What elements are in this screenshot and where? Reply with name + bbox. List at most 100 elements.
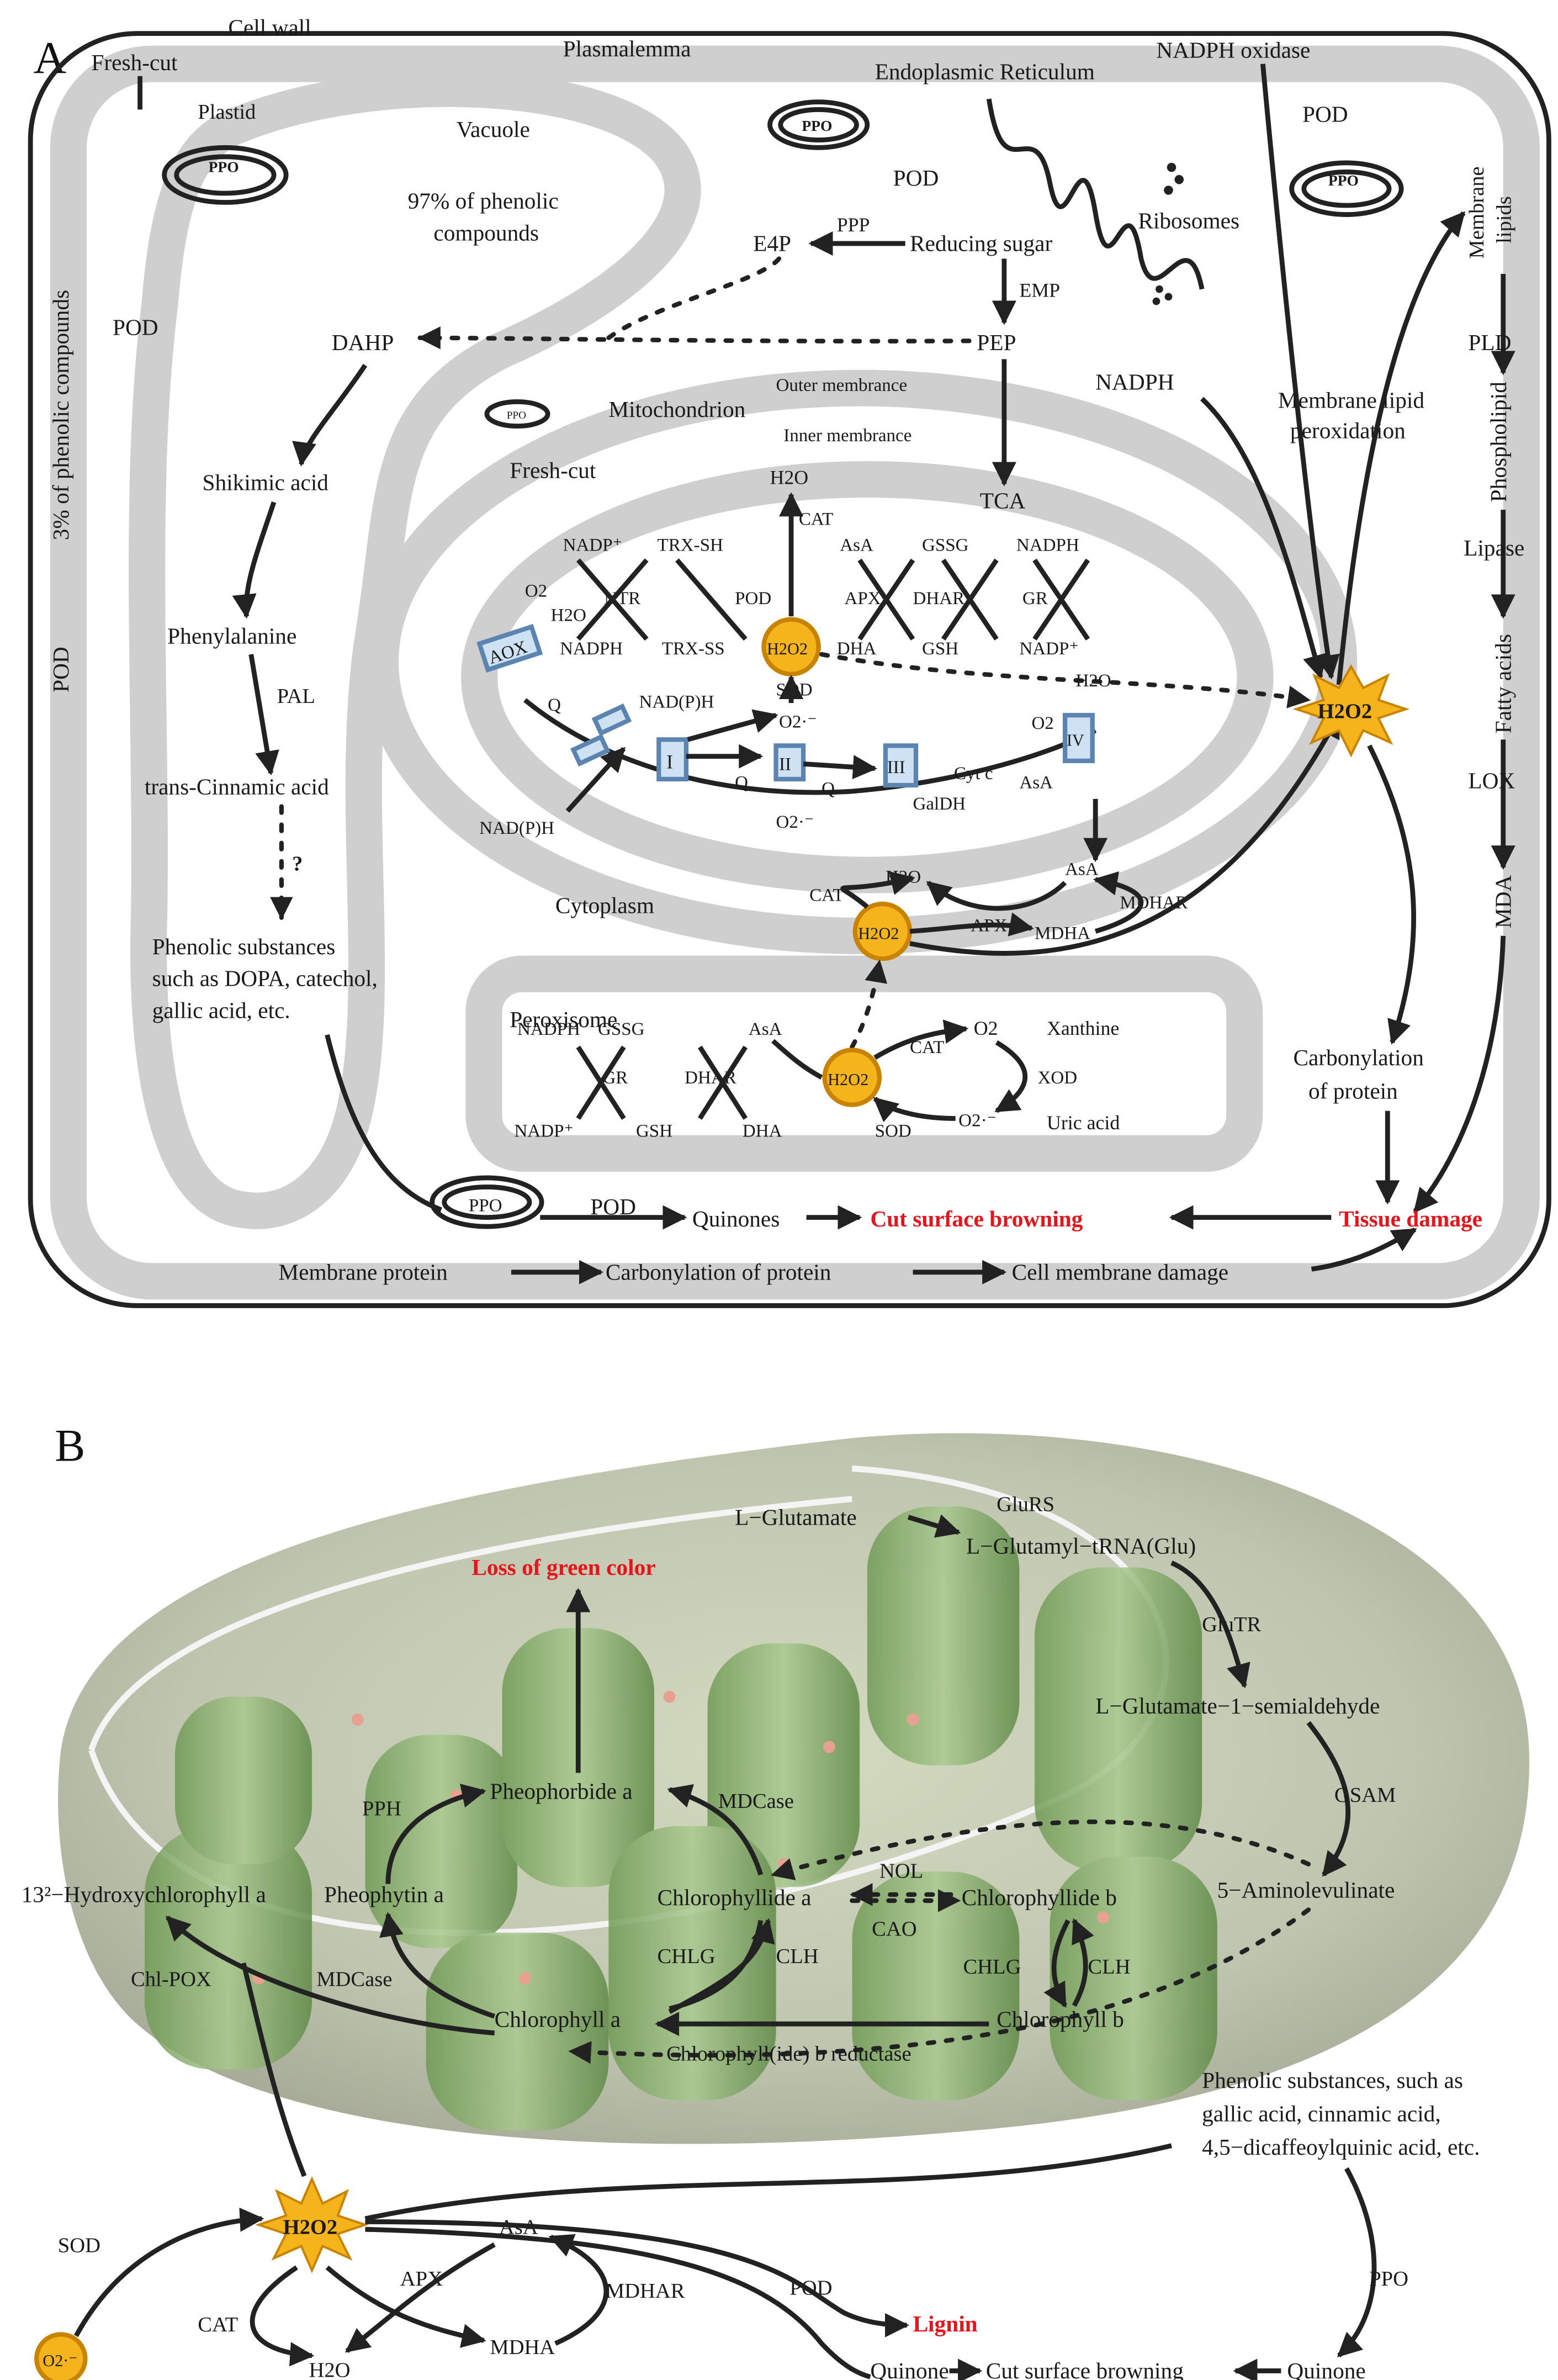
phenolic-line-2: such as DOPA, catechol,	[152, 966, 378, 991]
phenolic-line-1: Phenolic substances	[152, 934, 336, 959]
sod-b-label: SOD	[58, 2234, 100, 2257]
mitochondrion-inner-membrane	[461, 461, 1274, 893]
ala-label: 5−Aminolevulinate	[1217, 1877, 1395, 1902]
loss-green-color-label: Loss of green color	[471, 1554, 655, 1580]
mdcase-arrow	[667, 1784, 764, 1876]
svg-text:O2·⁻: O2·⁻	[958, 1110, 997, 1130]
plasmalemma-label: Plasmalemma	[563, 36, 691, 61]
svg-text:IV: IV	[1067, 731, 1084, 749]
peroxisome-reactions: NADPH GSSG AsA GR DHAR NADP⁺ GSH DHA H2O…	[514, 1017, 1120, 1141]
svg-text:GSH: GSH	[636, 1122, 672, 1141]
pph-arrow	[385, 1784, 486, 1884]
cytoplasm-label: Cytoplasm	[555, 892, 654, 918]
svg-text:Lipase: Lipase	[1464, 535, 1524, 560]
clh-label: CLH	[776, 1945, 818, 1968]
pod-wall-label: POD	[48, 647, 73, 692]
nol-label: NOL	[879, 1860, 923, 1883]
glutamate-label: L−Glutamate	[735, 1504, 857, 1530]
clh-2-line	[1072, 1918, 1094, 2007]
vacuole-note-line-1: 97% of phenolic	[408, 188, 559, 214]
e4p-label: E4P	[753, 231, 791, 256]
chlg-2-label: CHLG	[963, 1955, 1021, 1979]
clh-2-label: CLH	[1088, 1955, 1130, 1979]
shikimic-arrow	[232, 501, 277, 619]
browning-pathway: POD Quinones Cut surface browning Tissue…	[278, 1194, 1482, 1284]
svg-text:Carbonylation: Carbonylation	[1293, 1045, 1424, 1070]
panel-b: B L−Glutamate GluRS L−Glutamyl−tRNA(G	[22, 1420, 1529, 2380]
plasmalemma-membrane	[50, 45, 1540, 1300]
panel-b-label: B	[55, 1420, 85, 1471]
electron-transport-chain: I II III IV Q Q Q H2O O2 Cyt c GalDH AsA…	[479, 671, 1111, 863]
svg-text:PPO: PPO	[802, 117, 832, 134]
pph-label: PPH	[362, 1797, 401, 1821]
svg-text:H2O2: H2O2	[858, 924, 899, 943]
svg-text:H2O2: H2O2	[767, 639, 808, 658]
svg-text:PPO: PPO	[1328, 172, 1359, 189]
inner-membrane-label: Inner membrance	[783, 426, 912, 446]
phenolic-b-line-1: Phenolic substances, such as	[1202, 2067, 1463, 2093]
svg-text:MDHA: MDHA	[1035, 923, 1090, 943]
quinone-b-label: Quinone	[870, 2358, 948, 2380]
endoplasmic-reticulum-label: Endoplasmic Reticulum	[875, 59, 1095, 84]
svg-text:PPO: PPO	[507, 410, 526, 421]
endoplasmic-reticulum-shape	[986, 98, 1205, 290]
complex-i-box	[656, 737, 689, 782]
svg-text:Phospholipid: Phospholipid	[1486, 382, 1511, 502]
o2-radical-b-label: O2·⁻	[43, 2351, 77, 2370]
mdcase-2-label: MDCase	[316, 1968, 392, 1991]
svg-text:Fatty acids: Fatty acids	[1491, 634, 1516, 733]
chlorophyll-a-label: Chlorophyll a	[495, 2007, 621, 2032]
svg-text:O2·⁻: O2·⁻	[776, 812, 814, 832]
glutamyl-trna-label: L−Glutamyl−tRNA(Glu)	[966, 1533, 1196, 1559]
complex-ii-box	[773, 743, 806, 782]
svg-text:NAD(P)H: NAD(P)H	[639, 692, 714, 712]
phenolic-line-3: gallic acid, etc.	[152, 998, 290, 1023]
phenylalanine-label: Phenylalanine	[167, 623, 296, 649]
svg-text:DHA: DHA	[837, 639, 877, 659]
unknown-step-mark: ?	[292, 852, 303, 875]
cell-wall-outline	[28, 31, 1551, 1308]
svg-text:APX: APX	[844, 589, 881, 609]
svg-text:AsA: AsA	[1065, 860, 1099, 880]
h2o2-to-phenolic-line	[364, 2143, 1172, 2222]
ppo-plastid-1: PPO	[162, 145, 289, 205]
svg-text:AsA: AsA	[840, 536, 873, 556]
svg-text:H2O2: H2O2	[1318, 700, 1372, 723]
cut-surface-browning-label: Cut surface browning	[870, 1206, 1083, 1231]
ppp-label: PPP	[837, 214, 870, 236]
ppo-plastid-4: PPO	[484, 399, 550, 429]
svg-text:TRX-SS: TRX-SS	[662, 639, 725, 659]
cat-b-label: CAT	[198, 2313, 238, 2336]
svg-text:DHA: DHA	[743, 1122, 782, 1141]
gsam-arrow	[1306, 1721, 1351, 1877]
svg-text:NAD(P)H: NAD(P)H	[479, 818, 554, 838]
mdhar-b-label: MDHAR	[606, 2279, 685, 2303]
grana-stacks	[144, 1506, 1217, 2131]
ribosome-dots	[1152, 162, 1184, 305]
fresh-cut-top-label: Fresh-cut	[91, 50, 178, 75]
glutr-arrow	[1170, 1561, 1250, 1689]
svg-text:CAT: CAT	[799, 510, 833, 530]
asa-to-h2o-arrow	[345, 2242, 496, 2353]
pheophytin-label: Pheophytin a	[324, 1882, 444, 1907]
phenolic-b-line-3: 4,5−dicaffeoylquinic acid, etc.	[1202, 2134, 1480, 2160]
svg-text:TRX-SH: TRX-SH	[658, 536, 723, 556]
gsam-label: GSAM	[1334, 1784, 1396, 1807]
h2o2-burst-icon	[1292, 664, 1409, 758]
svg-text:PLD: PLD	[1468, 330, 1511, 355]
h2o2-to-chlpox	[241, 1962, 307, 2177]
pep-to-dahp-dotted-arrow	[417, 326, 972, 350]
svg-text:O2: O2	[525, 581, 547, 601]
svg-text:PPO: PPO	[469, 1196, 502, 1216]
mdcase-label: MDCase	[718, 1790, 794, 1813]
svg-text:GSSG: GSSG	[598, 1019, 645, 1039]
mdha-b-label: MDHA	[490, 2336, 555, 2359]
outer-membrane-label: Outer membrance	[776, 375, 907, 395]
svg-text:SOD: SOD	[875, 1122, 912, 1141]
tca-label: TCA	[980, 488, 1026, 513]
svg-text:lipids: lipids	[1493, 196, 1516, 244]
ppo-arrow-b	[1337, 2167, 1377, 2358]
svg-text:GalDH: GalDH	[913, 794, 966, 814]
chl-to-hydroxychl	[166, 1916, 495, 2036]
svg-text:II: II	[779, 754, 791, 774]
